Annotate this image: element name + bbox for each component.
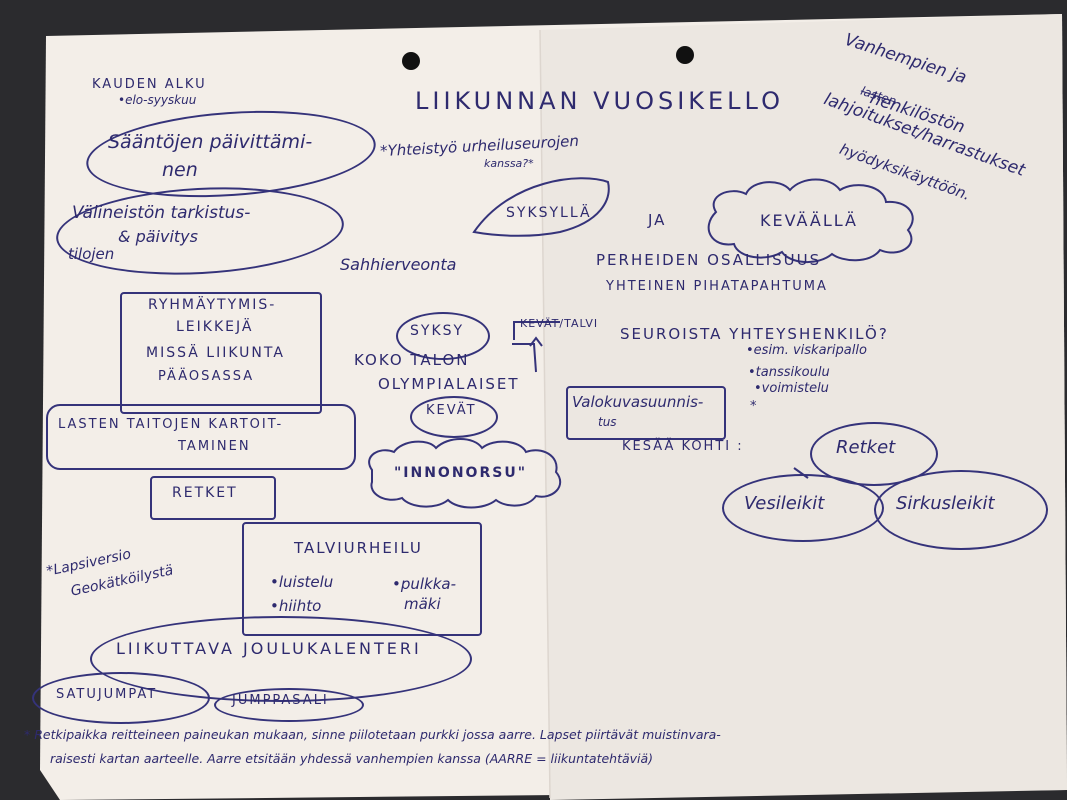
talvi-luistelu: •luistelu [270,573,334,591]
jumppasali-label: JUMPPASALI [232,693,329,708]
valineiston-line3: tilojen [68,245,115,263]
saantojen-line1: Sääntöjen päivittämi- [108,131,313,153]
kanssa-line: kanssa?* [484,157,534,170]
innonorsu-label: "INNONORSU" [394,465,527,481]
syksylla-label: SYKSYLLÄ [506,205,592,221]
valokuva-box [566,386,726,440]
valineiston-line1: Välineistön tarkistus- [72,203,251,223]
valokuva-line2: tus [598,415,617,429]
joulukalenteri-label: LIIKUTTAVA JOULUKALENTERI [116,639,422,658]
satujumpat-label: SATUJUMPAT [56,687,158,702]
syksy-label: SYKSY [410,323,465,339]
page-title: LIIKUNNAN VUOSIKELLO [415,87,784,115]
valineiston-line2: & päivitys [118,227,198,246]
kevat-label: KEVÄT [426,403,477,418]
ja-label: JA [648,211,667,229]
kauden-alku-sub: •elo-syyskuu [118,93,197,107]
seura-item-4: * [750,399,757,414]
olympialaiset-label: OLYMPIALAISET [378,375,520,393]
kesaa-kohti-label: KESÄÄ KOHTI : [622,439,744,454]
ryhmaytymis-line3: MISSÄ LIIKUNTA [146,345,285,361]
valokuva-line1: Valokuvasuunnis- [572,393,704,411]
lasten-line1: LASTEN TAITOJEN KARTOIT- [58,417,284,432]
seura-item-2: •tanssikoulu [748,365,830,380]
koko-talon-label: KOKO TALON [354,351,470,369]
lasten-line2: TAMINEN [178,439,251,454]
syksy-oval [396,312,490,360]
talviurheilu-title: TALVIURHEILU [294,539,423,557]
footnote-line2: raisesti kartan aarteelle. Aarre etsitää… [50,751,654,766]
sirkusleikit-bubble [874,470,1048,550]
footnote-line1: * Retkipaikka reitteineen paineukan muka… [24,727,721,742]
saantojen-line2: nen [162,159,198,181]
jumppasali-oval [214,688,364,722]
talvi-maki: mäki [404,595,441,613]
talvi-pulkka: •pulkka- [392,575,457,593]
retket-bubble-label: Retket [836,437,896,458]
ryhmaytymis-box [120,292,322,414]
ryhmaytymis-line4: PÄÄOSASSA [158,369,255,384]
seura-item-1: •esim. viskaripallo [746,343,867,358]
retket-label: RETKET [172,485,238,501]
retket-bubble [810,422,938,486]
punch-hole-right [676,46,694,64]
kevat-oval [410,396,498,438]
seuroista-label: SEUROISTA YHTEYSHENKILÖ? [620,325,889,343]
sirkusleikit-label: Sirkusleikit [896,493,995,514]
seura-item-3: •voimistelu [754,381,829,396]
satujumpat-oval [32,672,210,724]
ryhmaytymis-line2: LEIKKEJÄ [176,319,254,335]
kauden-alku: KAUDEN ALKU [92,77,207,92]
retket-box [150,476,276,520]
kevaalla-label: KEVÄÄLLÄ [760,211,858,230]
yhteinen-label: YHTEINEN PIHATAPAHTUMA [606,279,828,294]
lasten-box [46,404,356,470]
vesileikit-label: Vesileikit [744,493,825,514]
ryhmaytymis-line1: RYHMÄYTYMIS- [148,297,277,313]
sahhiervonta-label: Sahhierveonta [340,255,457,274]
perheiden-label: PERHEIDEN OSALLISUUS [596,251,822,269]
talvi-hiihto: •hiihto [270,597,322,615]
kevat-talvi-label: KEVÄT/TALVI [520,317,599,330]
punch-hole-left [402,52,420,70]
